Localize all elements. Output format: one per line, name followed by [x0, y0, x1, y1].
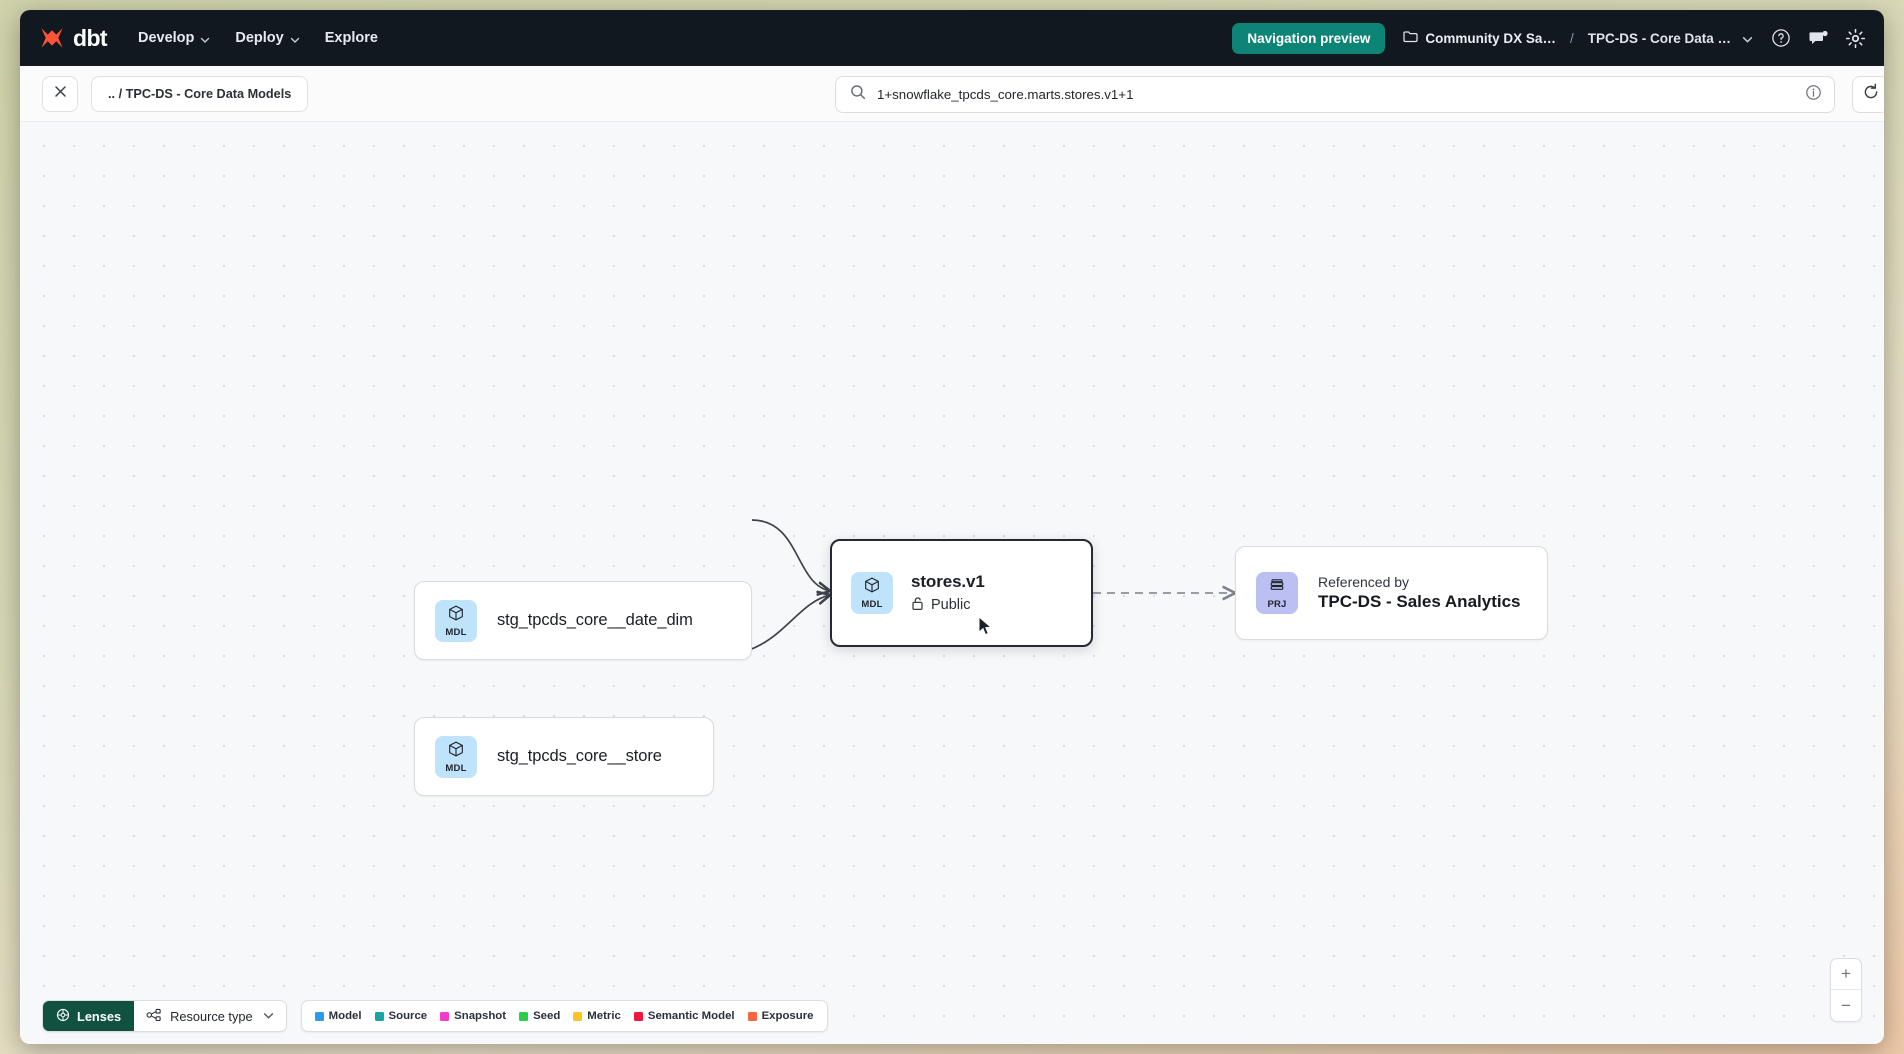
node-text: stg_tpcds_core__date_dim: [497, 611, 693, 630]
cube-icon: [863, 576, 881, 599]
model-badge: MDL: [435, 736, 477, 778]
cube-icon: [447, 740, 465, 763]
project-badge-label: PRJ: [1267, 600, 1286, 610]
node-text: Referenced by TPC-DS - Sales Analytics: [1318, 574, 1521, 612]
legend-label: Snapshot: [454, 1010, 506, 1022]
nav-item-deploy-label: Deploy: [235, 30, 283, 46]
close-icon: [53, 84, 68, 104]
project-badge: PRJ: [1256, 572, 1298, 614]
breadcrumb-separator: /: [1570, 31, 1574, 46]
node-access-row: Public: [911, 596, 985, 615]
chevron-down-icon: [290, 33, 299, 42]
nodes-graph-icon: [146, 1008, 162, 1025]
model-badge: MDL: [851, 572, 893, 614]
settings-gear-icon[interactable]: [1845, 28, 1866, 49]
resource-type-label: Resource type: [170, 1009, 253, 1024]
legend-label: Source: [389, 1010, 428, 1022]
lineage-node-stg-tpcds-core-date-dim[interactable]: MDL stg_tpcds_core__date_dim: [414, 581, 752, 660]
help-icon[interactable]: [1771, 28, 1791, 48]
breadcrumb-account[interactable]: Community DX Sa…: [1425, 31, 1556, 46]
unlock-icon: [911, 596, 925, 615]
legend-item-exposure[interactable]: Exposure: [748, 1010, 814, 1022]
lens-controls: Lenses Resource type: [42, 1000, 287, 1032]
legend-item-source[interactable]: Source: [375, 1010, 428, 1022]
lenses-button[interactable]: Lenses: [43, 1001, 134, 1031]
folder-icon: [1403, 30, 1418, 46]
search-icon: [850, 84, 866, 105]
lenses-label: Lenses: [77, 1009, 121, 1024]
dbt-logo-icon: [38, 25, 66, 51]
nav-item-develop-label: Develop: [138, 30, 194, 46]
model-badge-label: MDL: [445, 764, 466, 774]
close-button[interactable]: [42, 76, 78, 112]
dbt-logo[interactable]: dbt: [30, 25, 125, 52]
legend-label: Model: [329, 1010, 362, 1022]
project-breadcrumb-button[interactable]: .. / TPC-DS - Core Data Models: [91, 76, 308, 112]
legend-item-model[interactable]: Model: [315, 1010, 362, 1022]
legend-item-semantic-model[interactable]: Semantic Model: [634, 1010, 735, 1022]
model-badge: MDL: [435, 600, 477, 642]
resource-type-legend: Model Source Snapshot Seed Metric: [301, 1000, 828, 1032]
lineage-node-stg-tpcds-core-store[interactable]: MDL stg_tpcds_core__store: [414, 717, 714, 796]
legend-item-metric[interactable]: Metric: [573, 1010, 621, 1022]
legend-swatch: [315, 1012, 324, 1021]
lineage-search-box[interactable]: 1+snowflake_tpcds_core.marts.stores.v1+1: [835, 76, 1835, 113]
model-badge-label: MDL: [445, 628, 466, 638]
nav-item-explore-label: Explore: [325, 30, 378, 46]
node-title: stg_tpcds_core__date_dim: [497, 611, 693, 630]
legend-item-snapshot[interactable]: Snapshot: [440, 1010, 506, 1022]
chevron-down-icon: [200, 33, 209, 42]
refresh-icon: [1862, 83, 1880, 106]
node-title: TPC-DS - Sales Analytics: [1318, 592, 1521, 612]
search-input[interactable]: 1+snowflake_tpcds_core.marts.stores.v1+1: [877, 87, 1794, 102]
layers-icon: [1268, 576, 1286, 599]
node-title: stores.v1: [911, 572, 985, 592]
feedback-icon[interactable]: [1808, 28, 1828, 48]
zoom-out-button[interactable]: −: [1831, 990, 1861, 1021]
chevron-down-icon: [263, 1009, 274, 1024]
node-text: stores.v1 Public: [911, 572, 985, 615]
nav-item-deploy[interactable]: Deploy: [222, 23, 311, 53]
legend-label: Metric: [587, 1010, 621, 1022]
legend-label: Semantic Model: [648, 1010, 735, 1022]
cube-icon: [447, 604, 465, 627]
project-breadcrumb-label: .. / TPC-DS - Core Data Models: [108, 87, 291, 101]
top-navigation-bar: dbt Develop Deploy Explore Navigation pr…: [20, 10, 1884, 66]
info-icon[interactable]: [1805, 84, 1822, 106]
node-title: stg_tpcds_core__store: [497, 747, 662, 766]
legend-swatch: [440, 1012, 449, 1021]
node-access-label: Public: [931, 597, 971, 613]
chevron-down-icon[interactable]: [1742, 33, 1751, 42]
dbt-logo-text: dbt: [73, 25, 107, 52]
model-badge-label: MDL: [861, 600, 882, 610]
lineage-toolbar: .. / TPC-DS - Core Data Models 1+snowfla…: [20, 66, 1884, 122]
lineage-canvas[interactable]: MDL stg_tpcds_core__date_dim MDL stg_tpc…: [20, 122, 1884, 1044]
legend-swatch: [634, 1012, 643, 1021]
browser-window: dbt Develop Deploy Explore Navigation pr…: [20, 10, 1884, 1044]
breadcrumb-project[interactable]: TPC-DS - Core Data …: [1588, 31, 1731, 46]
zoom-controls: + −: [1830, 958, 1862, 1022]
resource-type-dropdown[interactable]: Resource type: [134, 1001, 286, 1031]
lineage-node-tpcds-sales-analytics[interactable]: PRJ Referenced by TPC-DS - Sales Analyti…: [1235, 546, 1548, 640]
legend-label: Seed: [533, 1010, 560, 1022]
lens-icon: [56, 1008, 70, 1025]
refresh-button[interactable]: [1852, 76, 1884, 113]
legend-swatch: [375, 1012, 384, 1021]
zoom-in-button[interactable]: +: [1831, 959, 1861, 990]
nav-item-explore[interactable]: Explore: [312, 23, 391, 53]
lineage-node-stores-v1[interactable]: MDL stores.v1 Public: [830, 539, 1093, 647]
mouse-cursor: [978, 616, 994, 638]
legend-swatch: [519, 1012, 528, 1021]
navigation-preview-badge[interactable]: Navigation preview: [1232, 23, 1385, 54]
legend-swatch: [748, 1012, 757, 1021]
node-eyebrow: Referenced by: [1318, 574, 1521, 590]
node-text: stg_tpcds_core__store: [497, 747, 662, 766]
legend-label: Exposure: [762, 1010, 814, 1022]
nav-item-develop[interactable]: Develop: [125, 23, 222, 53]
breadcrumb: Community DX Sa… / TPC-DS - Core Data …: [1403, 30, 1751, 46]
legend-swatch: [573, 1012, 582, 1021]
legend-item-seed[interactable]: Seed: [519, 1010, 560, 1022]
nav-action-icons: [1771, 28, 1866, 49]
